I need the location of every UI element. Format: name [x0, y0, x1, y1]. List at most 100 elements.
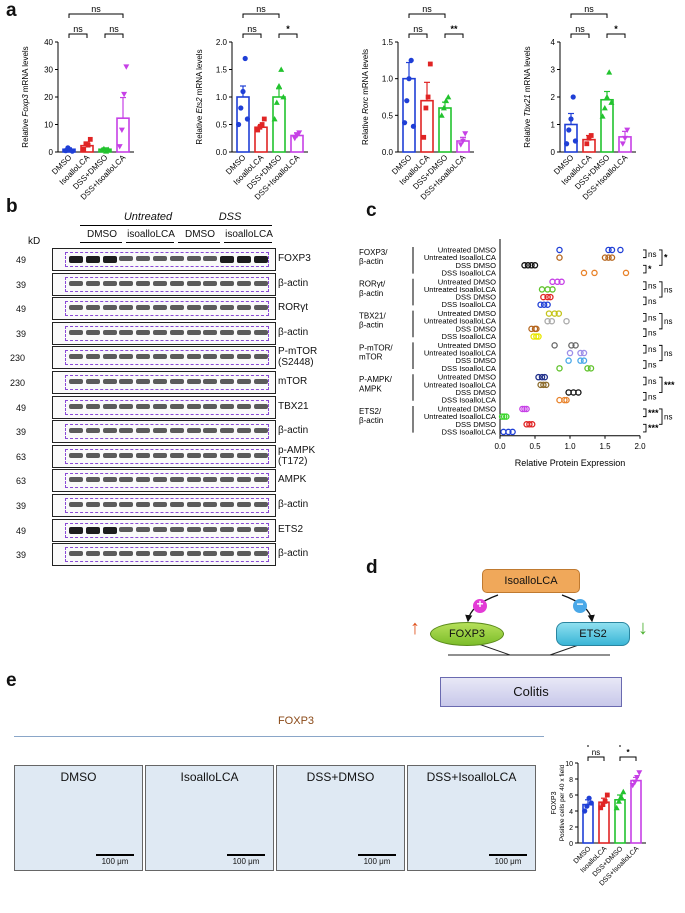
data-point [404, 98, 410, 104]
protein-band [169, 452, 184, 458]
protein-band [153, 477, 167, 483]
data-point [620, 788, 627, 795]
band-region [65, 276, 269, 292]
data-point [554, 278, 561, 286]
protein-band [136, 502, 151, 507]
protein-band [203, 256, 218, 261]
significance-bracket [242, 33, 262, 38]
protein-band [186, 551, 201, 557]
protein-band [220, 379, 235, 384]
blot-image [52, 297, 276, 321]
row-label: Untreated IsoalloLCA [424, 317, 497, 326]
protein-band [153, 526, 167, 532]
schematic-arrows [448, 594, 610, 656]
protein-band [169, 280, 184, 286]
y-tick-label: 0 [569, 841, 573, 848]
y-tick-label: 0.5 [216, 121, 228, 130]
data-point [584, 803, 590, 809]
protein-band [136, 354, 151, 360]
kd-header: kD [28, 236, 41, 247]
data-point [601, 254, 609, 261]
data-point [582, 808, 588, 814]
protein-band [85, 329, 100, 335]
data-point [604, 792, 610, 798]
protein-band [136, 329, 151, 335]
blot-image [52, 444, 276, 468]
protein-band [203, 502, 218, 507]
row-label: Untreated IsoalloLCA [424, 253, 497, 262]
protein-band [136, 379, 151, 384]
blot-protein-label: FOXP3 [278, 253, 311, 264]
row-label: Untreated DMSO [438, 404, 496, 413]
data-point [521, 262, 528, 269]
data-point [406, 76, 412, 82]
y-tick-label: 1.0 [216, 93, 228, 102]
y-tick-label: 1.0 [382, 75, 394, 84]
group-label: TBX21/ [359, 312, 386, 321]
group-label: RORγt/ [359, 280, 386, 289]
compound-box: IsoalloLCA [482, 569, 580, 593]
data-point [457, 142, 464, 148]
significance-bracket [587, 745, 621, 747]
minus-sign: − [576, 597, 584, 611]
scale-bar-label: 100 μm [232, 857, 260, 866]
significance-label: ns [109, 24, 119, 34]
up-arrow-icon: ↑ [410, 617, 420, 639]
header-dss: DSS [218, 211, 242, 223]
protein-band [85, 256, 100, 263]
significance-label: * [648, 264, 652, 274]
data-point [566, 127, 572, 133]
protein-band [203, 379, 218, 384]
data-point [528, 421, 536, 428]
data-point [81, 146, 87, 152]
significance-bracket [104, 33, 124, 38]
protein-band [119, 280, 134, 286]
protein-band [119, 477, 134, 483]
protein-band [69, 305, 83, 311]
data-point [535, 333, 542, 340]
protein-band [102, 354, 117, 360]
data-point [509, 428, 516, 436]
protein-band [102, 526, 117, 534]
protein-band [85, 452, 100, 458]
protein-band [136, 428, 151, 434]
blot-kd-marker: 49 [16, 402, 27, 413]
stain-title: FOXP3 [277, 715, 315, 727]
data-point [540, 381, 547, 389]
protein-band [253, 379, 268, 384]
panel-b-western-blots: Untreated DSS DMSO isoalloLCA DMSO isoal… [0, 200, 340, 570]
significance-bracket [643, 249, 647, 259]
protein-band [153, 354, 167, 360]
data-point [540, 293, 547, 301]
data-point [606, 69, 613, 75]
protein-band [186, 452, 201, 458]
blot-protein-label: β-actin [278, 277, 309, 289]
data-point [575, 389, 582, 396]
blot-protein-sublabel: (S2448) [278, 357, 314, 369]
bar-chart-rorc: 0.00.51.01.5DMSOIsoalloLCADSS+DMSODSS+Is… [361, 4, 474, 200]
significance-bracket [659, 313, 663, 330]
y-axis-label: Relative Ets2 mRNA levels [195, 49, 204, 144]
data-point [402, 120, 408, 126]
scale-bar-label: 100 μm [101, 857, 129, 866]
protein-band [102, 305, 117, 311]
data-point [556, 246, 563, 254]
blot-kd-marker: 39 [16, 427, 27, 438]
panel-label-e: e [6, 670, 17, 691]
y-tick-label: 6 [569, 793, 573, 800]
x-tick-label: 0.0 [494, 442, 506, 451]
significance-label: ns [648, 297, 656, 306]
micrograph-dss-dmso: DSS+DMSO 100 μm [276, 765, 405, 871]
significance-label: *** [664, 380, 675, 390]
data-point [580, 349, 588, 357]
data-point [421, 134, 427, 140]
significance-bracket [643, 296, 647, 306]
protein-band [186, 502, 201, 507]
significance-label: ** [450, 24, 458, 34]
bar [600, 98, 614, 153]
significance-bracket [643, 328, 647, 337]
data-point [118, 127, 125, 133]
bar [630, 779, 642, 844]
data-point [551, 310, 558, 317]
protein-band [69, 428, 83, 434]
